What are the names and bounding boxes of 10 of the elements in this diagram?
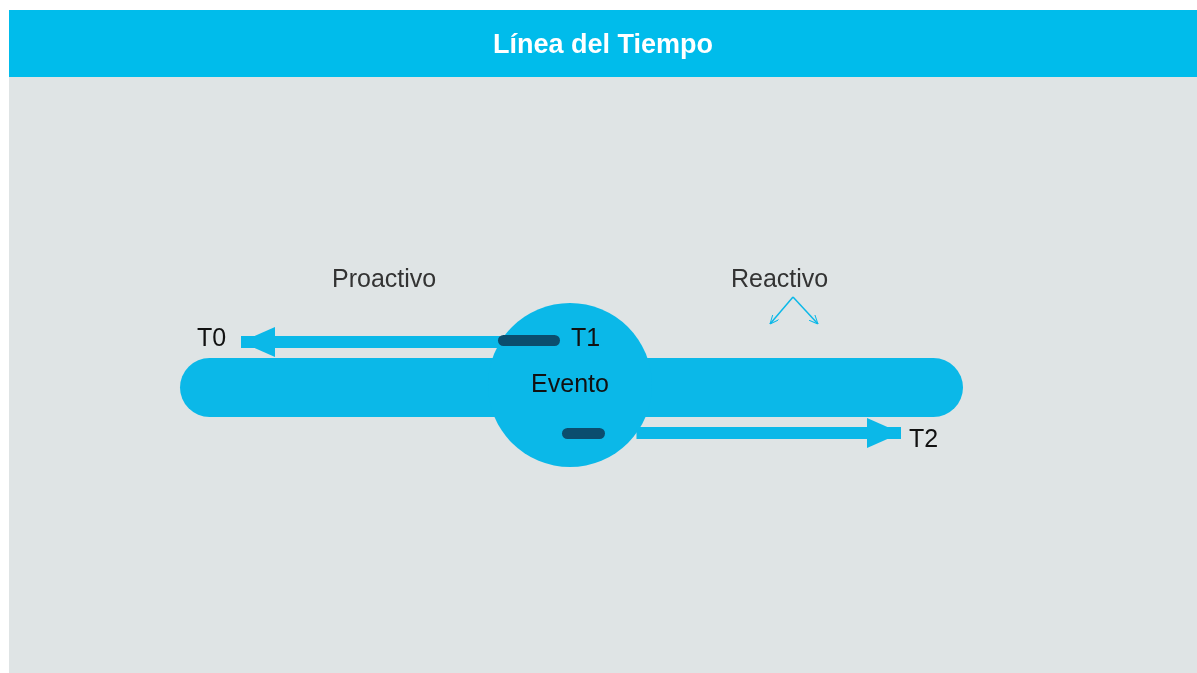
arrow (241, 327, 501, 357)
time-label: T1 (571, 322, 601, 352)
arrow (792, 296, 819, 325)
arrow (636, 418, 901, 448)
timeline-label: T2 (909, 423, 939, 453)
header-title: Línea del Tiempo (491, 28, 715, 60)
timeline-label: T0 (197, 322, 227, 352)
arrow (769, 296, 794, 325)
section-label: Proactivo (332, 263, 437, 293)
timeline-label: Reactivo (731, 263, 829, 293)
